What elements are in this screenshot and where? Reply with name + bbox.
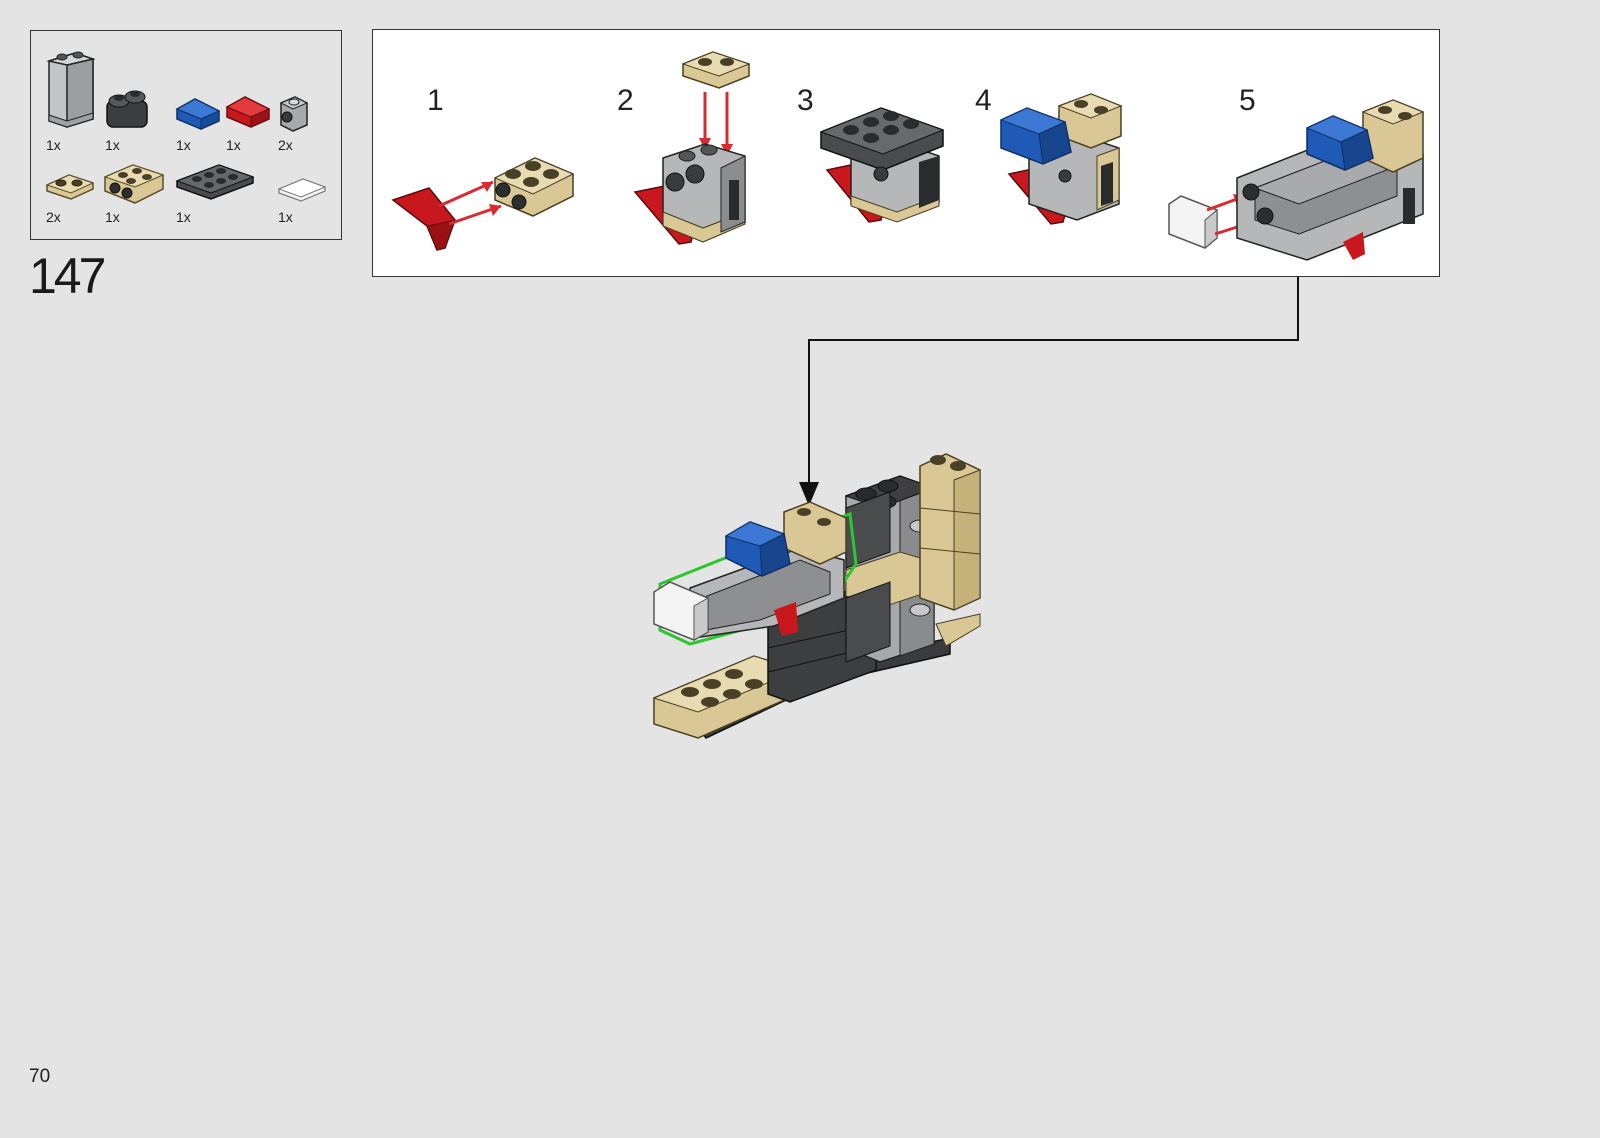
callout-arrow [0,0,1600,520]
main-assembly-illustration [650,448,1010,768]
page-number: 70 [29,1066,50,1088]
